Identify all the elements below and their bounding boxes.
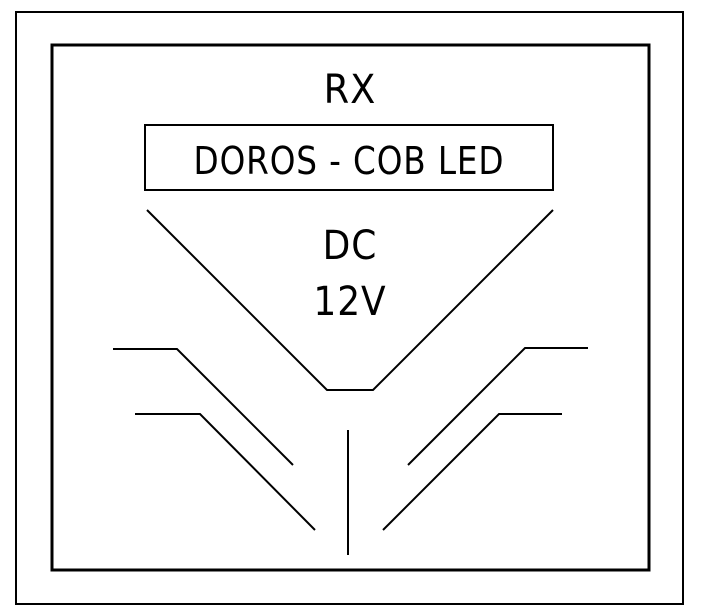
beam-funnel: [146, 209, 554, 391]
model-box: [144, 124, 554, 191]
receiver-label: RX: [323, 67, 377, 113]
beam-right-upper: [407, 347, 588, 466]
voltage: 12V: [313, 279, 387, 325]
beam-left-lower: [135, 413, 316, 531]
light-beam-graphic: [113, 209, 588, 555]
beam-left-upper: [113, 348, 294, 466]
outer-frame: [15, 11, 684, 605]
inner-frame: [50, 43, 651, 572]
beam-right-lower: [382, 413, 562, 531]
power-type: DC: [322, 223, 378, 269]
model-name: DOROS - COB LED: [193, 139, 505, 183]
